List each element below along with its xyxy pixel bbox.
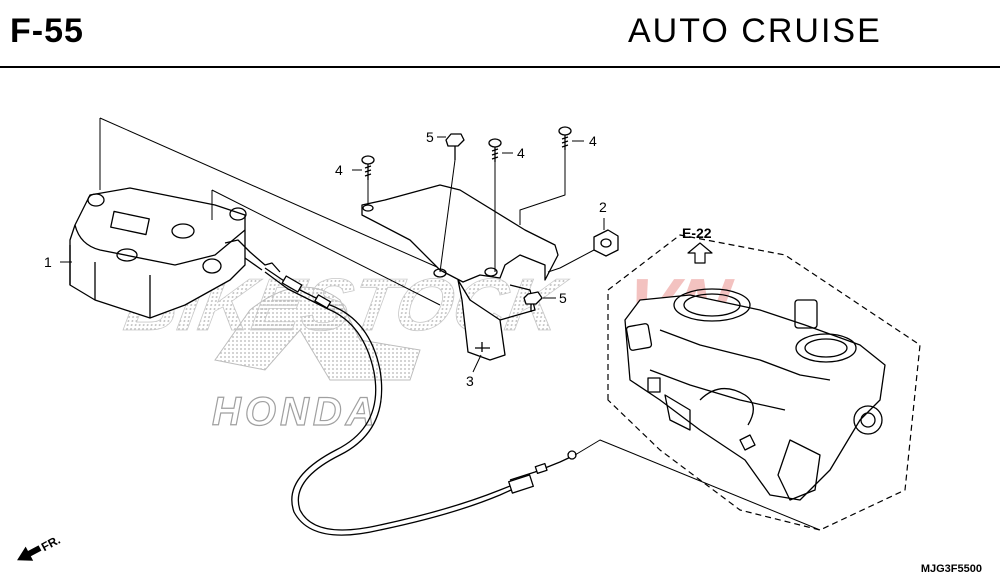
front-marker-label: FR.: [39, 533, 63, 554]
screw-4-left: [352, 155, 375, 205]
reference-label: E-22: [682, 225, 712, 241]
cruise-cable: [264, 267, 577, 536]
callout-4-left: 4: [335, 162, 343, 178]
clip-part-2: [547, 218, 619, 273]
callout-5-right: 5: [559, 290, 567, 306]
drawing-number: MJG3F5500: [920, 563, 982, 575]
honda-wing-logo: [214, 286, 421, 381]
page-header: F-55 AUTO CRUISE: [0, 0, 1000, 68]
throttle-body-assembly: [574, 234, 921, 531]
screw-4-center: [488, 138, 513, 272]
control-unit-part-1: [69, 187, 281, 319]
bolt-5-right: [523, 291, 556, 312]
figure-code: F-55: [10, 12, 84, 50]
callout-1: 1: [44, 254, 52, 270]
figure-title: AUTO CRUISE: [628, 12, 882, 50]
reference-arrow: [687, 242, 713, 264]
parts-diagram: HONDA BIKESTOCK VN: [17, 117, 921, 561]
screw-4-right: [519, 126, 584, 225]
callout-2: 2: [599, 199, 607, 215]
callout-4-right: 4: [589, 133, 597, 149]
front-marker: FR.: [17, 533, 63, 561]
callout-4-center: 4: [517, 145, 525, 161]
watermark-brand: HONDA: [212, 390, 379, 434]
header-rule: [0, 66, 1000, 68]
callout-3: 3: [466, 373, 474, 389]
bolt-5-top: [437, 133, 465, 273]
front-arrow-icon: [17, 545, 42, 561]
callout-5-top: 5: [426, 129, 434, 145]
